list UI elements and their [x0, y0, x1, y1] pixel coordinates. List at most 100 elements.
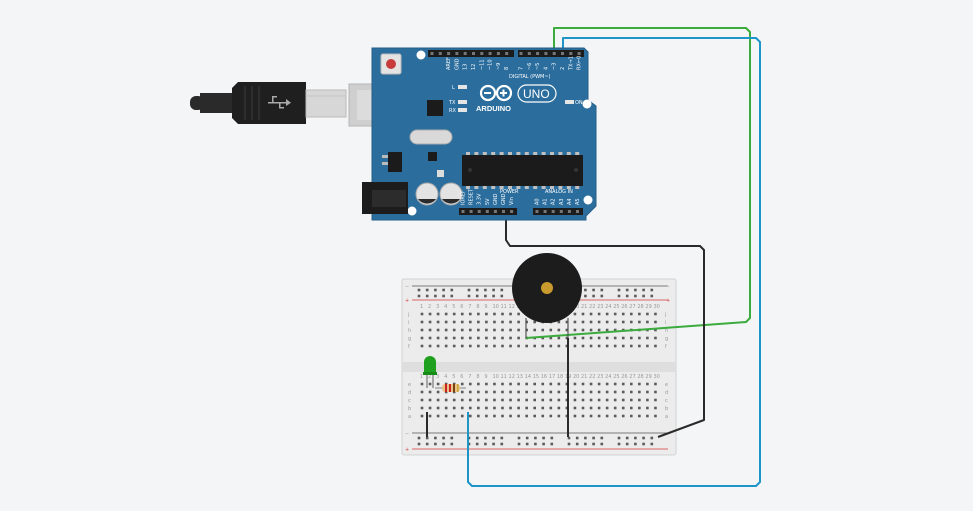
breadboard-hole[interactable]	[549, 406, 553, 410]
breadboard-hole[interactable]	[485, 312, 488, 316]
breadboard-hole[interactable]	[475, 442, 479, 446]
breadboard-hole[interactable]	[525, 436, 529, 440]
breadboard-hole[interactable]	[575, 436, 579, 440]
breadboard-hole[interactable]	[477, 414, 480, 418]
breadboard-hole[interactable]	[581, 382, 585, 386]
breadboard-hole[interactable]	[613, 328, 617, 332]
digital-pin[interactable]	[577, 52, 581, 55]
breadboard-hole[interactable]	[567, 436, 571, 440]
breadboard-hole[interactable]	[621, 390, 625, 394]
breadboard-hole[interactable]	[509, 336, 512, 340]
breadboard-hole[interactable]	[469, 390, 472, 394]
breadboard-hole[interactable]	[525, 390, 528, 394]
breadboard-hole[interactable]	[557, 328, 561, 332]
breadboard-hole[interactable]	[565, 344, 569, 348]
breadboard-hole[interactable]	[517, 398, 520, 402]
breadboard-hole[interactable]	[630, 344, 633, 348]
breadboard-hole[interactable]	[436, 414, 440, 418]
breadboard-hole[interactable]	[428, 320, 432, 324]
breadboard-hole[interactable]	[533, 406, 536, 410]
breadboard-hole[interactable]	[428, 382, 432, 386]
breadboard-hole[interactable]	[493, 382, 496, 386]
breadboard-hole[interactable]	[642, 288, 645, 292]
breadboard-hole[interactable]	[417, 294, 421, 298]
breadboard-hole[interactable]	[484, 436, 487, 440]
breadboard-hole[interactable]	[420, 390, 424, 394]
breadboard-hole[interactable]	[589, 382, 593, 386]
breadboard-hole[interactable]	[436, 320, 440, 324]
breadboard-hole[interactable]	[517, 328, 520, 332]
breadboard-hole[interactable]	[460, 414, 464, 418]
breadboard-hole[interactable]	[525, 328, 528, 332]
breadboard-hole[interactable]	[573, 320, 577, 324]
breadboard-hole[interactable]	[450, 294, 454, 298]
breadboard-hole[interactable]	[428, 398, 432, 402]
breadboard-hole[interactable]	[477, 390, 480, 394]
breadboard-hole[interactable]	[654, 398, 657, 402]
breadboard-hole[interactable]	[428, 328, 432, 332]
breadboard-hole[interactable]	[452, 336, 456, 340]
breadboard-hole[interactable]	[617, 294, 621, 298]
breadboard-hole[interactable]	[493, 414, 496, 418]
breadboard-hole[interactable]	[654, 336, 657, 340]
breadboard-hole[interactable]	[605, 328, 609, 332]
breadboard-hole[interactable]	[452, 320, 456, 324]
breadboard-hole[interactable]	[436, 398, 440, 402]
breadboard-hole[interactable]	[592, 294, 595, 298]
digital-pin[interactable]	[519, 52, 523, 55]
breadboard-hole[interactable]	[592, 288, 595, 292]
breadboard-hole[interactable]	[605, 390, 609, 394]
breadboard-hole[interactable]	[597, 390, 601, 394]
breadboard-hole[interactable]	[638, 344, 641, 348]
breadboard-hole[interactable]	[605, 320, 609, 324]
breadboard-hole[interactable]	[460, 336, 464, 340]
breadboard-hole[interactable]	[646, 382, 649, 386]
breadboard-hole[interactable]	[573, 398, 577, 402]
breadboard-hole[interactable]	[625, 436, 629, 440]
breadboard-hole[interactable]	[557, 414, 561, 418]
breadboard-hole[interactable]	[581, 320, 585, 324]
breadboard-hole[interactable]	[509, 414, 512, 418]
breadboard-hole[interactable]	[460, 320, 464, 324]
breadboard-hole[interactable]	[646, 320, 649, 324]
breadboard-hole[interactable]	[469, 320, 472, 324]
breadboard-hole[interactable]	[584, 442, 587, 446]
breadboard-hole[interactable]	[638, 398, 641, 402]
breadboard-hole[interactable]	[444, 406, 448, 410]
digital-pin[interactable]	[496, 52, 500, 55]
header-pin[interactable]	[551, 210, 555, 213]
breadboard-hole[interactable]	[436, 328, 440, 332]
breadboard-hole[interactable]	[646, 414, 649, 418]
breadboard-hole[interactable]	[500, 288, 504, 292]
breadboard-hole[interactable]	[605, 414, 609, 418]
breadboard-hole[interactable]	[420, 398, 424, 402]
breadboard-hole[interactable]	[444, 320, 448, 324]
breadboard-hole[interactable]	[493, 336, 496, 340]
breadboard-hole[interactable]	[605, 312, 609, 316]
breadboard-hole[interactable]	[638, 382, 641, 386]
breadboard-hole[interactable]	[493, 406, 496, 410]
breadboard-hole[interactable]	[581, 336, 585, 340]
breadboard-hole[interactable]	[600, 436, 604, 440]
breadboard-hole[interactable]	[452, 328, 456, 332]
breadboard-hole[interactable]	[436, 312, 440, 316]
breadboard-hole[interactable]	[589, 414, 593, 418]
breadboard-hole[interactable]	[436, 406, 440, 410]
header-pin[interactable]	[535, 210, 539, 213]
breadboard-hole[interactable]	[605, 344, 609, 348]
breadboard-hole[interactable]	[533, 344, 536, 348]
breadboard-hole[interactable]	[625, 294, 629, 298]
resistor[interactable]	[435, 384, 466, 392]
breadboard-hole[interactable]	[541, 398, 545, 402]
breadboard-hole[interactable]	[573, 382, 577, 386]
header-pin[interactable]	[477, 210, 481, 213]
breadboard-hole[interactable]	[525, 442, 529, 446]
breadboard-hole[interactable]	[557, 382, 561, 386]
breadboard-hole[interactable]	[589, 390, 593, 394]
breadboard-hole[interactable]	[485, 382, 488, 386]
breadboard-hole[interactable]	[442, 436, 445, 440]
breadboard-hole[interactable]	[436, 344, 440, 348]
breadboard-hole[interactable]	[541, 328, 545, 332]
breadboard-hole[interactable]	[485, 414, 488, 418]
breadboard-hole[interactable]	[549, 382, 553, 386]
